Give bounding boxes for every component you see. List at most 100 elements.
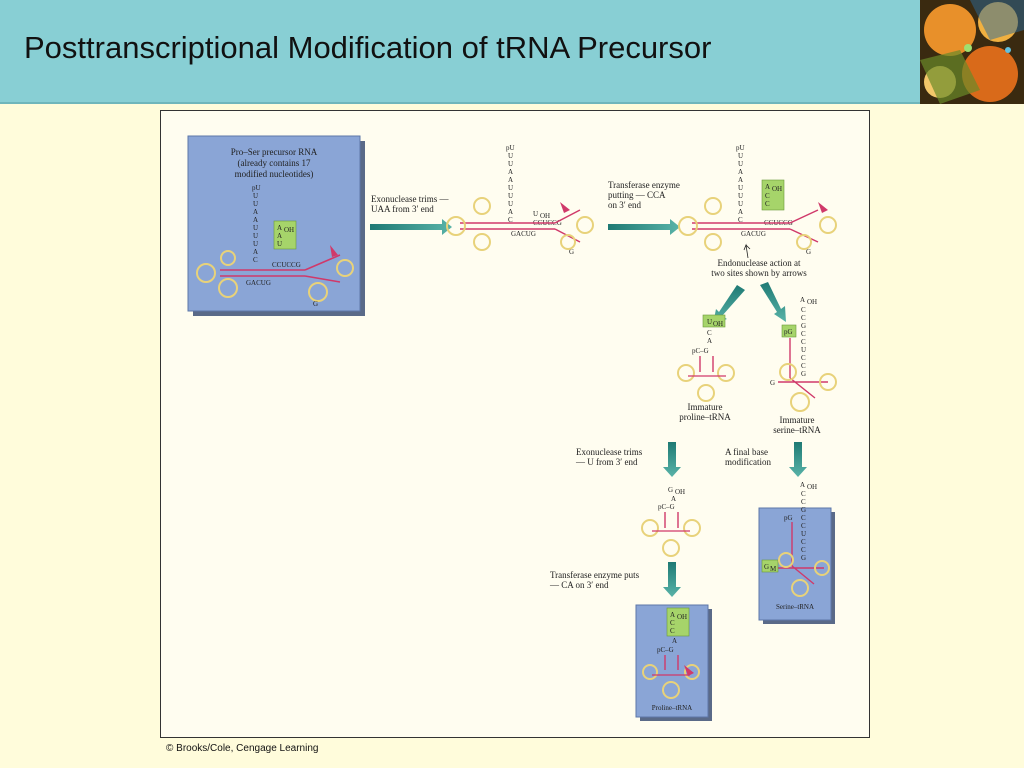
seq-b: CCUCCG	[272, 261, 301, 269]
step1-stem-letters: pU U U A A U U U A C	[506, 144, 515, 224]
top-letter: A	[800, 296, 805, 304]
pg-label: pG	[784, 328, 793, 336]
stem-letter: C	[801, 498, 806, 506]
stem-letter: C	[801, 522, 806, 530]
stem-letter: U	[508, 192, 513, 200]
slide-header: Posttranscriptional Modification of tRNA…	[0, 0, 1024, 104]
stem-letter: U	[253, 232, 258, 240]
stem-letter: U	[738, 200, 743, 208]
tag-letter: A	[670, 611, 675, 619]
stem-letter: U	[508, 152, 513, 160]
tag-letter: C	[670, 627, 675, 635]
precursor-stem-letters: pU U U A A U U U A C	[252, 184, 261, 264]
stem-letter: pU	[252, 184, 261, 192]
stem-letter: A	[508, 168, 513, 176]
step1-label-line-1: Exonuclease trims —	[371, 194, 449, 204]
split-arrow-right	[760, 282, 786, 322]
stem-letter: U	[253, 240, 258, 248]
tag-sub: OH	[677, 613, 687, 621]
precursor-cloverleaf: CCUCCG GACUG G	[196, 245, 354, 308]
seq-a: GACUG	[511, 230, 536, 238]
top-sub: OH	[807, 483, 817, 491]
step1-arrow	[370, 219, 452, 235]
immature-proline-trna: U OH C A pC–G Immature proline–tRNA	[677, 314, 735, 422]
tag-letter: U	[277, 240, 282, 248]
proline-final-caption: Proline–tRNA	[652, 704, 692, 712]
pc-label: pC–G	[658, 503, 675, 511]
step3-arrow	[663, 442, 681, 477]
imm-serine-caption-1: Immature	[780, 415, 815, 425]
end-tag-sub: OH	[540, 212, 550, 220]
stem-letter: G	[801, 554, 806, 562]
stem-letter: A	[253, 216, 258, 224]
stem-letter: C	[801, 306, 806, 314]
precursor-green-tag: A OH A U	[273, 220, 297, 250]
stem-letter: C	[801, 514, 806, 522]
stem-letter: C	[508, 216, 513, 224]
precursor-box: Pro–Ser precursor RNA (already contains …	[187, 135, 365, 316]
step2-arrow	[608, 219, 680, 235]
stem-letter: A	[738, 176, 743, 184]
gm-label: G	[764, 563, 769, 571]
step4-arrow	[789, 442, 807, 477]
slide-title: Posttranscriptional Modification of tRNA…	[24, 30, 712, 65]
tag-letter: C	[765, 200, 770, 208]
g-label: G	[313, 300, 318, 308]
tag-letter: A	[277, 224, 282, 232]
precursor-title-line-1: Pro–Ser precursor RNA	[231, 147, 318, 157]
stem-letter: U	[508, 184, 513, 192]
g-label: G	[569, 248, 574, 256]
top-sub: OH	[807, 298, 817, 306]
stem-letter: A	[508, 176, 513, 184]
stem-letter: U	[738, 152, 743, 160]
tag-letter: A	[765, 183, 770, 191]
tag-letter: U	[707, 318, 712, 326]
step5-label-line-2: — CA on 3′ end	[549, 580, 609, 590]
step1-label-line-2: UAA from 3′ end	[371, 204, 434, 214]
serine-final-caption: Serine–tRNA	[776, 603, 814, 611]
stem-letter: pU	[736, 144, 745, 152]
step2-stem-letters: pU U U A A U U U A C	[736, 144, 745, 224]
end-tag: U	[533, 210, 538, 218]
stem-letter: A	[738, 208, 743, 216]
step2-label-line-2: putting — CCA	[608, 190, 666, 200]
step5-arrow	[663, 562, 681, 597]
stem-letter: U	[738, 160, 743, 168]
step1-trna: pU U U A A U U U A C U OH CCUCCG GACUG G	[446, 144, 594, 256]
stem-letter: C	[707, 329, 712, 337]
stem-letter: C	[801, 354, 806, 362]
stem-letter: C	[801, 538, 806, 546]
top-sub: OH	[675, 488, 685, 496]
immature-serine-trna: A OH C C G C C U C C G pG G Immature ser…	[770, 296, 837, 435]
step2-trna: pU U U A A U U U A C A OH C C CCUCCG GAC…	[678, 144, 837, 259]
stem-letter: G	[801, 322, 806, 330]
stem-letter: U	[508, 200, 513, 208]
stem-letter: A	[508, 208, 513, 216]
precursor-title-line-2: (already contains 17	[238, 158, 311, 168]
stem-letter: U	[738, 184, 743, 192]
stem-letter: C	[801, 546, 806, 554]
stem-letter: U	[253, 192, 258, 200]
tag-sub: OH	[772, 185, 782, 193]
stem-letter: A	[738, 168, 743, 176]
stem-letter: C	[253, 256, 258, 264]
gm-sub: M	[770, 565, 777, 573]
stem-letter: A	[707, 337, 712, 345]
step3-label-line-1: Exonuclease trims	[576, 447, 643, 457]
g-label: G	[770, 379, 775, 387]
stem-letter: C	[801, 330, 806, 338]
pc-label: pC–G	[692, 347, 709, 355]
pc-label: pC–G	[657, 646, 674, 654]
stem-letter: A	[671, 495, 676, 503]
step4-label-line-1: A final base	[725, 447, 768, 457]
step4-label-line-2: modification	[725, 457, 771, 467]
endonuclease-label-line-1: Endonuclease action at	[718, 258, 801, 268]
stem-letter: A	[253, 208, 258, 216]
stem-letter: U	[253, 224, 258, 232]
top-letter: G	[668, 486, 673, 494]
top-letter: A	[800, 481, 805, 489]
stem-letter: C	[738, 216, 743, 224]
tag-letter: C	[670, 619, 675, 627]
stem-letter: G	[801, 506, 806, 514]
stem-letter: U	[253, 200, 258, 208]
